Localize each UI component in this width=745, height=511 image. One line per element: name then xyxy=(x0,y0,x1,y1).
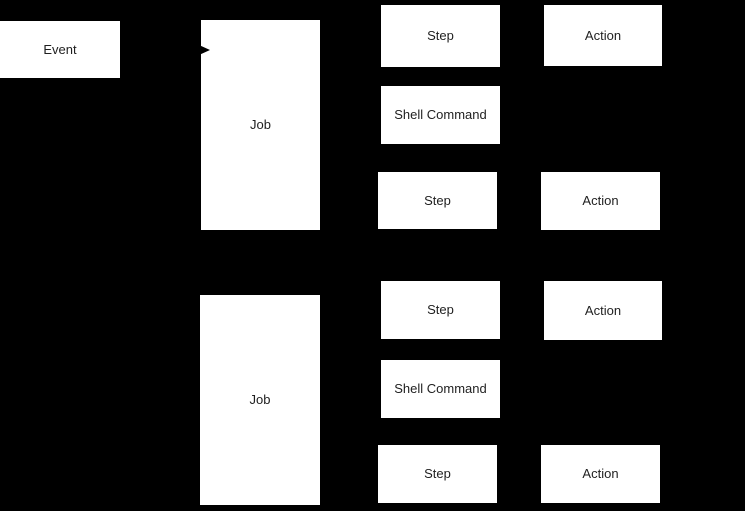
connector-line xyxy=(194,49,201,51)
node-job-1: Job xyxy=(201,20,320,230)
node-step-4: Step xyxy=(378,445,497,503)
arrow-right-icon xyxy=(199,45,210,55)
node-step-2: Step xyxy=(378,172,497,229)
node-shell-command-1: Shell Command xyxy=(381,86,500,144)
node-job-2: Job xyxy=(200,295,320,505)
node-action-4: Action xyxy=(541,445,660,503)
node-action-3: Action xyxy=(544,281,662,340)
node-event: Event xyxy=(0,21,120,78)
node-action-2: Action xyxy=(541,172,660,230)
node-step-3: Step xyxy=(381,281,500,339)
node-action-1: Action xyxy=(544,5,662,66)
node-shell-command-2: Shell Command xyxy=(381,360,500,418)
node-step-1: Step xyxy=(381,5,500,67)
